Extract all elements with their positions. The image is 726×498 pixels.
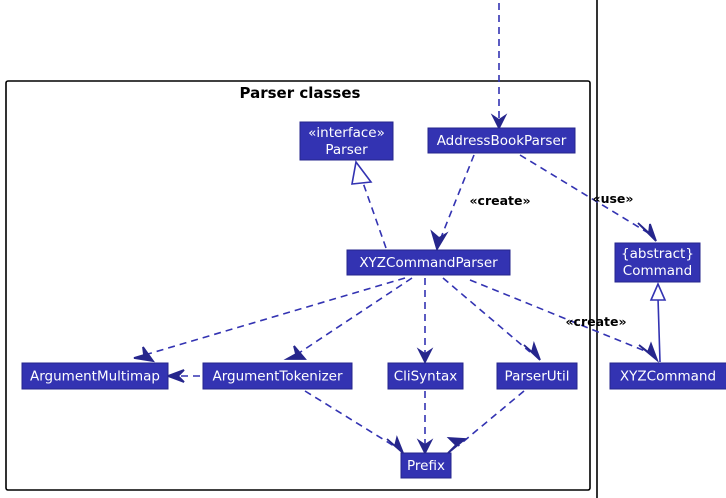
edge-addressbookparser-to-xyzcommandparser [430, 154, 475, 252]
class-name-xyz-command-parser: XYZCommandParser [359, 255, 498, 271]
edge-label-layer: «create» «use» «create» [469, 191, 633, 329]
class-layer: «interface» Parser AddressBookParser {ab… [21, 121, 726, 479]
arrowhead [523, 340, 541, 361]
edge-clisyntax-to-prefix [416, 391, 434, 456]
class-box-parser[interactable] [299, 121, 394, 161]
class-node-command[interactable]: {abstract} Command [614, 242, 701, 283]
edge-xyzcommandparser-to-clisyntax [416, 278, 434, 365]
class-node-xyz-command[interactable]: XYZCommand [609, 362, 726, 390]
class-box-xyz-command[interactable] [609, 362, 726, 390]
class-node-address-book-parser[interactable]: AddressBookParser [427, 127, 576, 154]
class-name-cli-syntax: CliSyntax [394, 369, 458, 385]
class-name-xyz-command: XYZCommand [620, 369, 716, 385]
edge-layer [133, 3, 667, 456]
frame-title: Parser classes [240, 84, 361, 102]
class-box-command[interactable] [614, 242, 701, 283]
arrowhead [638, 341, 660, 363]
realization-triangle [351, 160, 373, 185]
class-name-prefix: Prefix [407, 458, 445, 474]
class-name-command: Command [623, 263, 692, 279]
class-box-argument-tokenizer[interactable] [202, 362, 353, 390]
class-name-address-book-parser: AddressBookParser [437, 133, 567, 149]
class-box-address-book-parser[interactable] [427, 127, 576, 154]
edge-line [469, 279, 651, 354]
edge-parserutil-to-prefix [446, 390, 525, 454]
edge-xyzcommandparser-to-parser [351, 160, 387, 249]
class-abstract-tag-command: {abstract} [621, 246, 694, 262]
class-node-argument-multimap[interactable]: ArgumentMultimap [21, 362, 169, 390]
edge-xyzcommandparser-to-argumentmultimap [133, 277, 406, 363]
class-box-cli-syntax[interactable] [387, 362, 464, 390]
edge-line [304, 390, 395, 447]
edge-line [439, 154, 475, 241]
class-node-prefix[interactable]: Prefix [400, 452, 452, 479]
edge-xyzcommandparser-to-xyzcommand [469, 279, 660, 363]
edge-label-create-command: «create» [565, 314, 626, 329]
edge-addressbookparser-to-command [519, 154, 657, 242]
generalization-triangle [649, 282, 667, 301]
edge-line [457, 390, 525, 447]
class-box-argument-multimap[interactable] [21, 362, 169, 390]
arrowhead [490, 113, 508, 131]
class-node-parser[interactable]: «interface» Parser [299, 121, 394, 161]
edge-xyzcommandparser-to-parserutil [442, 277, 541, 361]
class-box-xyz-command-parser[interactable] [346, 249, 511, 276]
arrowhead [637, 222, 657, 242]
arrowhead [133, 346, 155, 363]
edge-argumenttokenizer-to-argumentmultimap [165, 369, 200, 383]
arrowhead [446, 436, 468, 454]
class-node-xyz-command-parser[interactable]: XYZCommandParser [346, 249, 511, 276]
class-name-parser-util: ParserUtil [505, 369, 570, 385]
package-frame: Parser classes [5, 0, 598, 498]
class-name-argument-tokenizer: ArgumentTokenizer [212, 369, 343, 385]
arrowhead [165, 369, 185, 383]
edge-external-to-addressbookparser [490, 3, 508, 131]
edge-argumenttokenizer-to-prefix [304, 390, 404, 454]
edge-xyzcommand-to-command [649, 282, 667, 363]
class-box-parser-util[interactable] [496, 362, 578, 390]
edge-line [519, 154, 651, 235]
edge-line [657, 297, 661, 363]
edge-line [360, 176, 387, 249]
arrowhead [283, 345, 307, 360]
arrowhead [386, 435, 404, 454]
class-name-parser: Parser [325, 142, 368, 158]
edge-line [147, 277, 406, 355]
class-stereotype-parser: «interface» [308, 125, 385, 141]
arrowhead [416, 347, 434, 365]
class-node-argument-tokenizer[interactable]: ArgumentTokenizer [202, 362, 353, 390]
class-node-parser-util[interactable]: ParserUtil [496, 362, 578, 390]
arrowhead [416, 438, 434, 456]
class-box-prefix[interactable] [400, 452, 452, 479]
arrowhead [430, 229, 449, 252]
edge-line [298, 277, 413, 354]
edge-xyzcommandparser-to-argumenttokenizer [283, 277, 413, 360]
edge-label-create-parser: «create» [469, 193, 530, 208]
edge-label-use-command: «use» [593, 191, 634, 206]
class-name-argument-multimap: ArgumentMultimap [30, 369, 160, 385]
class-node-cli-syntax[interactable]: CliSyntax [387, 362, 464, 390]
